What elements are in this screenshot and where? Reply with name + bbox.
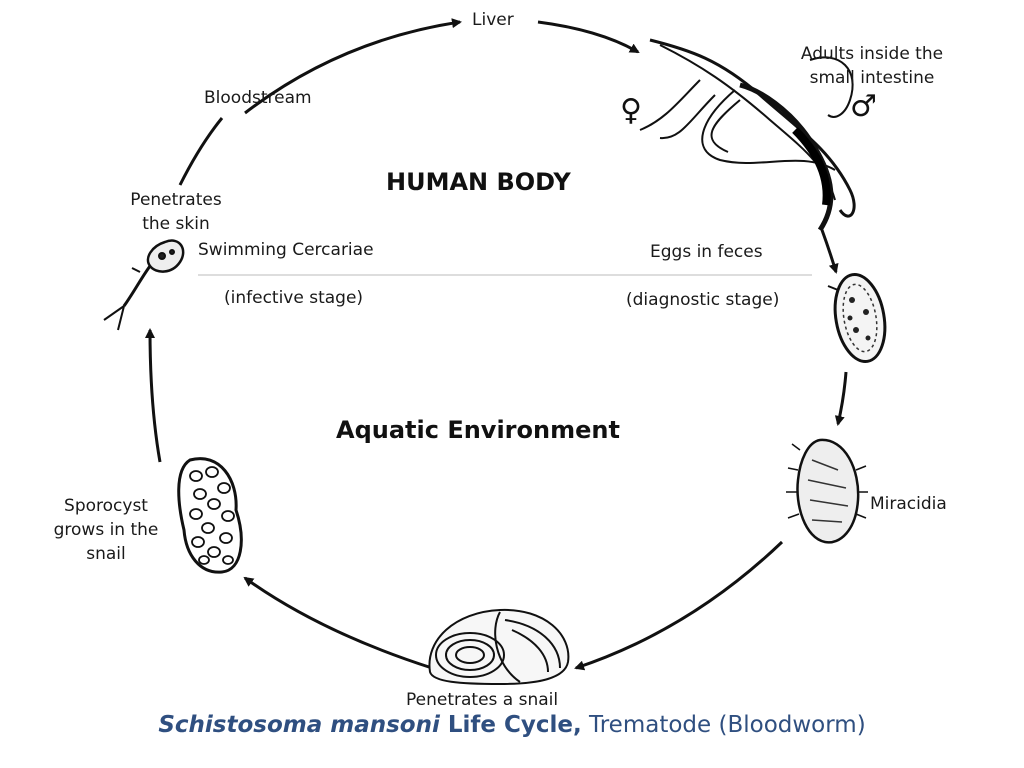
figure-caption: Schistosoma mansoni Life Cycle, Trematod… <box>0 712 1024 738</box>
male-symbol-icon: ♂ <box>850 89 877 124</box>
adult-worms-illustration <box>639 38 856 232</box>
arrow-snail-to-sporocyst <box>243 576 433 670</box>
arrow-adults-to-eggs <box>820 229 839 274</box>
label-adults-line2: small intestine <box>809 68 935 88</box>
label-diagnostic-stage: (diagnostic stage) <box>626 290 780 310</box>
cercaria-illustration <box>103 239 185 331</box>
label-sporocyst-line2: grows in the <box>53 520 159 540</box>
caption-species: Schistosoma mansoni <box>158 712 440 738</box>
label-adults: Adults inside the small intestine <box>780 42 964 90</box>
arrow-skin-to-bloodstream <box>178 117 224 186</box>
caption-rest: Trematode (Bloodworm) <box>581 712 866 738</box>
label-infective-stage: (infective stage) <box>224 288 364 308</box>
label-sporocyst: Sporocyst grows in the snail <box>36 494 176 566</box>
label-sporocyst-line1: Sporocyst <box>64 496 148 516</box>
label-eggs-in-feces: Eggs in feces <box>650 242 763 262</box>
label-sporocyst-line3: snail <box>86 544 126 564</box>
heading-aquatic-environment: Aquatic Environment <box>336 416 620 444</box>
sporocyst-illustration <box>177 457 243 574</box>
label-penetrates-skin-line1: Penetrates <box>130 190 222 210</box>
snail-illustration <box>428 608 570 686</box>
arrow-sporocyst-to-cercariae <box>145 328 162 463</box>
arrow-bloodstream-to-liver <box>244 18 462 115</box>
label-bloodstream: Bloodstream <box>204 88 312 108</box>
label-miracidia: Miracidia <box>870 494 947 514</box>
caption-life-cycle: Life Cycle, <box>439 712 582 738</box>
label-penetrates-skin-line2: the skin <box>142 214 210 234</box>
label-adults-line1: Adults inside the <box>800 44 944 64</box>
label-swimming-cercariae: Swimming Cercariae <box>198 240 374 260</box>
egg-illustration <box>827 272 887 364</box>
label-liver: Liver <box>472 10 514 30</box>
arrow-miracidia-to-snail <box>574 540 784 671</box>
label-penetrates-skin: Penetrates the skin <box>112 188 240 236</box>
arrow-liver-to-adults <box>537 20 640 54</box>
arrow-eggs-to-miracidia <box>834 371 848 426</box>
female-symbol-icon: ♀ <box>620 93 642 128</box>
miracidium-illustration <box>786 438 868 544</box>
label-penetrates-snail: Penetrates a snail <box>406 690 559 710</box>
heading-human-body: HUMAN BODY <box>386 168 571 196</box>
